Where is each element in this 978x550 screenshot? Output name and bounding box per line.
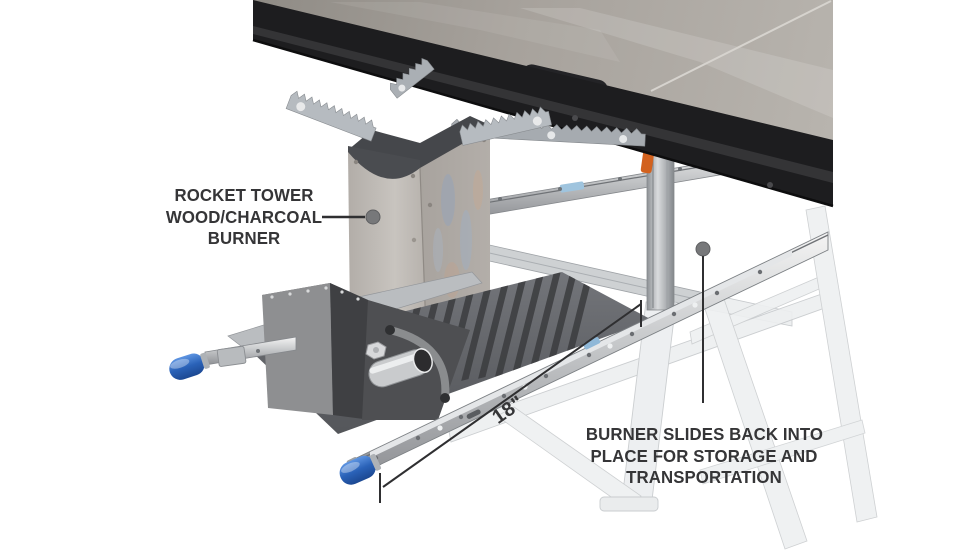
ghost-crossbar-low <box>699 419 866 485</box>
burner-slide-label-line3: TRANSPORTATION <box>626 467 782 487</box>
annotation-graphics <box>322 209 711 503</box>
pot-support-arm-right <box>459 106 552 146</box>
rail-latch <box>216 345 247 367</box>
burner-slide-label-line2: PLACE FOR STORAGE AND <box>590 445 818 466</box>
feed-box-rivets <box>270 286 360 301</box>
pot-support-arm-back <box>390 58 435 99</box>
pull-knob-lower <box>339 453 382 485</box>
linkage-arm <box>386 326 450 402</box>
front-rail-clip-blue <box>583 337 601 350</box>
front-rail-slot <box>466 409 481 419</box>
feed-box-front-face <box>330 283 371 420</box>
pot-support-arm-left <box>285 90 377 142</box>
dimension-line <box>382 303 642 488</box>
feed-box-left-face <box>262 283 333 415</box>
ghost-foot <box>599 496 659 512</box>
rocket-tower-label-line1: ROCKET TOWER <box>174 185 314 205</box>
rocket-tower-label-line3: BURNER <box>207 228 281 248</box>
slide-callout-dot <box>695 241 711 257</box>
ghost-leg-right <box>701 295 808 550</box>
air-intake-tube <box>368 348 433 388</box>
rocket-tower-label: ROCKET TOWER WOOD/CHARCOAL BURNER <box>154 185 334 250</box>
burner-slide-label-line1: BURNER SLIDES BACK INTO <box>585 424 824 444</box>
tube-hex-bolt <box>365 341 387 360</box>
ghost-leg-frame <box>447 205 878 550</box>
ghost-leg-diagonal <box>496 406 642 510</box>
table-seam <box>650 0 832 92</box>
burner-slide-label: BURNER SLIDES BACK INTO PLACE FOR STORAG… <box>585 424 824 489</box>
burner-base <box>227 271 652 434</box>
table-sheen <box>520 8 833 118</box>
ghost-leg-far-right <box>805 205 878 523</box>
rail-clip-blue <box>559 181 585 193</box>
rocket-callout-dot <box>365 209 381 225</box>
rocket-tower-label-line2: WOOD/CHARCOAL <box>165 206 323 227</box>
tower-front-scallop <box>348 146 420 179</box>
cam-lever-orange <box>640 149 655 174</box>
table-sheen-2 <box>330 2 620 62</box>
pull-knob-upper <box>169 352 210 380</box>
